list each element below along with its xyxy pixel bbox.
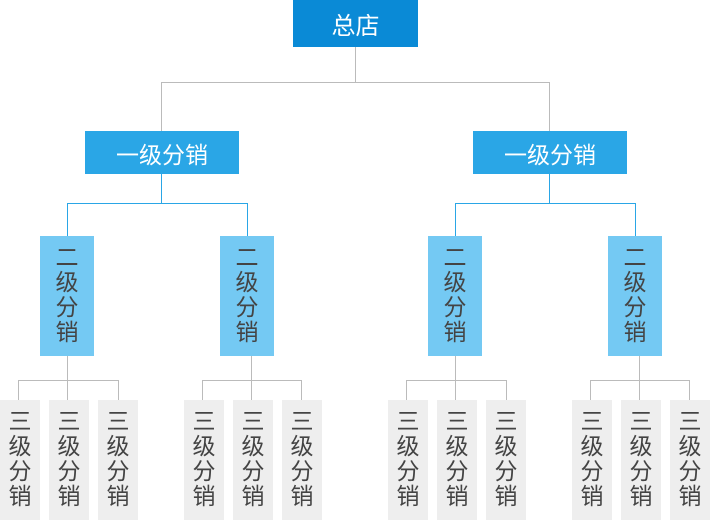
level3-node: 三级分销: [437, 400, 477, 520]
level2-label: 二级分销: [443, 245, 467, 346]
level3-node: 三级分销: [282, 400, 322, 520]
level3-node: 三级分销: [233, 400, 273, 520]
level3-label: 三级分销: [290, 409, 314, 510]
level2-label: 二级分销: [623, 245, 647, 346]
level3-node: 三级分销: [98, 400, 138, 520]
level2-node: 二级分销: [428, 236, 482, 356]
level1-label: 一级分销: [504, 142, 596, 169]
level3-label: 三级分销: [241, 409, 265, 510]
level2-label: 二级分销: [235, 245, 259, 346]
level1-connectors: [67, 174, 636, 236]
level1-node: 一级分销: [85, 131, 239, 174]
level3-label: 三级分销: [494, 409, 518, 510]
level3-label: 三级分销: [8, 409, 32, 510]
level3-node: 三级分销: [621, 400, 661, 520]
level3-node: 三级分销: [486, 400, 526, 520]
level3-node: 三级分销: [670, 400, 710, 520]
level3-label: 三级分销: [192, 409, 216, 510]
level3-node: 三级分销: [0, 400, 40, 520]
level1-node: 一级分销: [473, 131, 627, 174]
level2-label: 二级分销: [55, 245, 79, 346]
level1-label: 一级分销: [116, 142, 208, 169]
level3-node: 三级分销: [184, 400, 224, 520]
level3-label: 三级分销: [57, 409, 81, 510]
level3-label: 三级分销: [106, 409, 130, 510]
level3-label: 三级分销: [445, 409, 469, 510]
level3-node: 三级分销: [49, 400, 89, 520]
level3-label: 三级分销: [396, 409, 420, 510]
level3-node: 三级分销: [572, 400, 612, 520]
level3-label: 三级分销: [580, 409, 604, 510]
root-connectors: [161, 47, 550, 131]
level2-node: 二级分销: [220, 236, 274, 356]
level2-node: 二级分销: [40, 236, 94, 356]
root-label: 总店: [331, 12, 380, 40]
level2-connectors: [18, 356, 690, 400]
level3-label: 三级分销: [678, 409, 702, 510]
level3-node: 三级分销: [388, 400, 428, 520]
level3-label: 三级分销: [629, 409, 653, 510]
root-node: 总店: [293, 0, 418, 47]
level2-node: 二级分销: [608, 236, 662, 356]
